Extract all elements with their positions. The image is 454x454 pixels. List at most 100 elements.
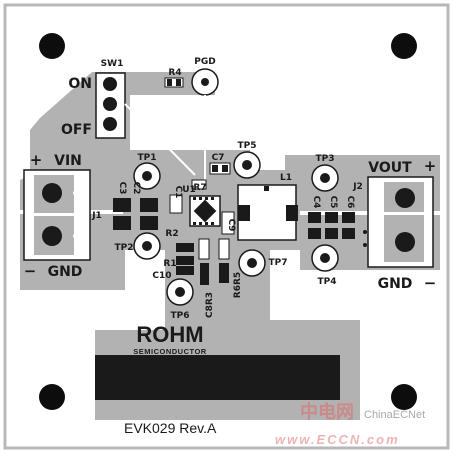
c3-pad-a <box>113 198 131 212</box>
tp2-hole <box>142 241 152 251</box>
c3-pad-b <box>113 216 131 230</box>
label-gnd-right: GND <box>378 276 413 292</box>
r5-resistor <box>218 238 230 260</box>
label-c7: C7 <box>212 153 225 163</box>
r7-resistor <box>191 179 207 190</box>
label-c4: C4 <box>311 196 321 209</box>
r1-resistor <box>176 256 194 265</box>
label-tp7: TP7 <box>269 258 288 268</box>
c9-capacitor <box>221 211 235 235</box>
l1-pad-b <box>286 205 298 221</box>
l1-pin1-mark <box>264 186 269 191</box>
pgd-testpoint-hole <box>201 78 209 86</box>
label-pgd: PGD <box>194 57 215 67</box>
c4-pad-b <box>308 228 321 239</box>
label-minus-left: − <box>24 262 37 280</box>
tp3-hole <box>320 173 330 183</box>
label-sw1: SW1 <box>101 59 124 69</box>
tp5-hole <box>242 160 252 170</box>
tp4-hole <box>320 253 330 263</box>
l1-pad-a <box>238 205 250 221</box>
j2-pin-gnd <box>395 232 415 252</box>
label-c5: C5 <box>328 196 338 209</box>
label-c8r3: C8R3 <box>205 292 215 318</box>
c7-pad-a <box>212 165 218 172</box>
rohm-logo-sub: SEMICONDUCTOR <box>133 347 207 356</box>
r3-resistor <box>198 238 210 260</box>
j1-divider <box>34 213 84 216</box>
label-tp4: TP4 <box>318 277 337 287</box>
tp7-hole <box>247 258 257 268</box>
label-c2: C2 <box>131 182 141 195</box>
j2-dot-1 <box>380 196 384 200</box>
label-gnd-left: GND <box>48 264 83 280</box>
label-off: OFF <box>61 122 92 138</box>
mounting-hole-bl <box>39 384 65 410</box>
label-r6r5: R6R5 <box>233 272 243 298</box>
label-plus-right: + <box>424 157 437 175</box>
label-plus-left: + <box>30 151 43 169</box>
c2-pad-b <box>140 216 158 230</box>
label-vin: VIN <box>54 153 82 169</box>
c5-pad-b <box>325 228 338 239</box>
label-r1: R1 <box>163 259 176 269</box>
label-u1: U1 <box>182 185 196 195</box>
label-tp6: TP6 <box>171 311 190 321</box>
label-c3: C3 <box>117 182 127 195</box>
label-tp5: TP5 <box>238 141 257 151</box>
r4-pad-b <box>176 79 181 86</box>
c6-pad-b <box>342 228 355 239</box>
watermark-url: www.ECCN.com <box>275 432 400 447</box>
r6-resistor <box>219 263 229 283</box>
trace-en <box>124 103 196 176</box>
tp6-hole <box>175 287 185 297</box>
sw1-pin-3 <box>103 117 117 131</box>
label-r7: R7 <box>193 183 206 193</box>
label-board-name: EVK029 Rev.A <box>124 420 217 436</box>
mounting-hole-br <box>391 384 417 410</box>
c7-pad-b <box>222 165 228 172</box>
label-l1: L1 <box>280 173 292 183</box>
j2-pin-vout <box>395 188 415 208</box>
label-r4: R4 <box>168 68 181 78</box>
j1-dot-2 <box>73 234 77 238</box>
r4-pad-a <box>167 79 172 86</box>
sw1-pin-1 <box>103 77 117 91</box>
silkscreen-label-block <box>95 355 340 400</box>
j1-pin-vin <box>42 183 62 203</box>
label-c10: C10 <box>152 271 171 281</box>
label-on: ON <box>68 76 92 92</box>
r4-resistor <box>164 77 184 88</box>
label-minus-right: − <box>424 274 437 292</box>
watermark-cn: 中电网 <box>300 401 354 422</box>
c5-pad-a <box>325 212 338 223</box>
watermark-site: ChinaECNet <box>364 409 425 421</box>
label-vout: VOUT <box>368 160 412 176</box>
c2-pad-a <box>140 198 158 212</box>
c8-capacitor <box>200 263 209 285</box>
u1-pins <box>193 197 214 225</box>
label-tp2: TP2 <box>115 243 134 253</box>
c6-pad-a <box>342 212 355 223</box>
rohm-logo: ROHM <box>136 322 203 347</box>
j2-dot-2 <box>380 240 384 244</box>
label-tp3: TP3 <box>316 154 335 164</box>
mounting-hole-tr <box>391 33 417 59</box>
label-j1: J1 <box>91 211 102 221</box>
j1-pin-gnd <box>42 226 62 246</box>
c10-capacitor <box>176 266 194 275</box>
r2-resistor <box>176 243 194 252</box>
c4-pad-a <box>308 212 321 223</box>
c7-capacitor <box>209 162 231 175</box>
label-c1: C1 <box>173 186 183 199</box>
label-c6: C6 <box>345 196 355 209</box>
copper-pour-main <box>20 72 440 420</box>
label-r2: R2 <box>165 229 178 239</box>
tp1-hole <box>142 171 152 181</box>
label-j2: J2 <box>352 182 363 192</box>
j2-divider <box>374 212 424 215</box>
c1-capacitor <box>169 194 183 214</box>
sw1-pin-2 <box>103 97 117 111</box>
label-tp1: TP1 <box>138 153 157 163</box>
